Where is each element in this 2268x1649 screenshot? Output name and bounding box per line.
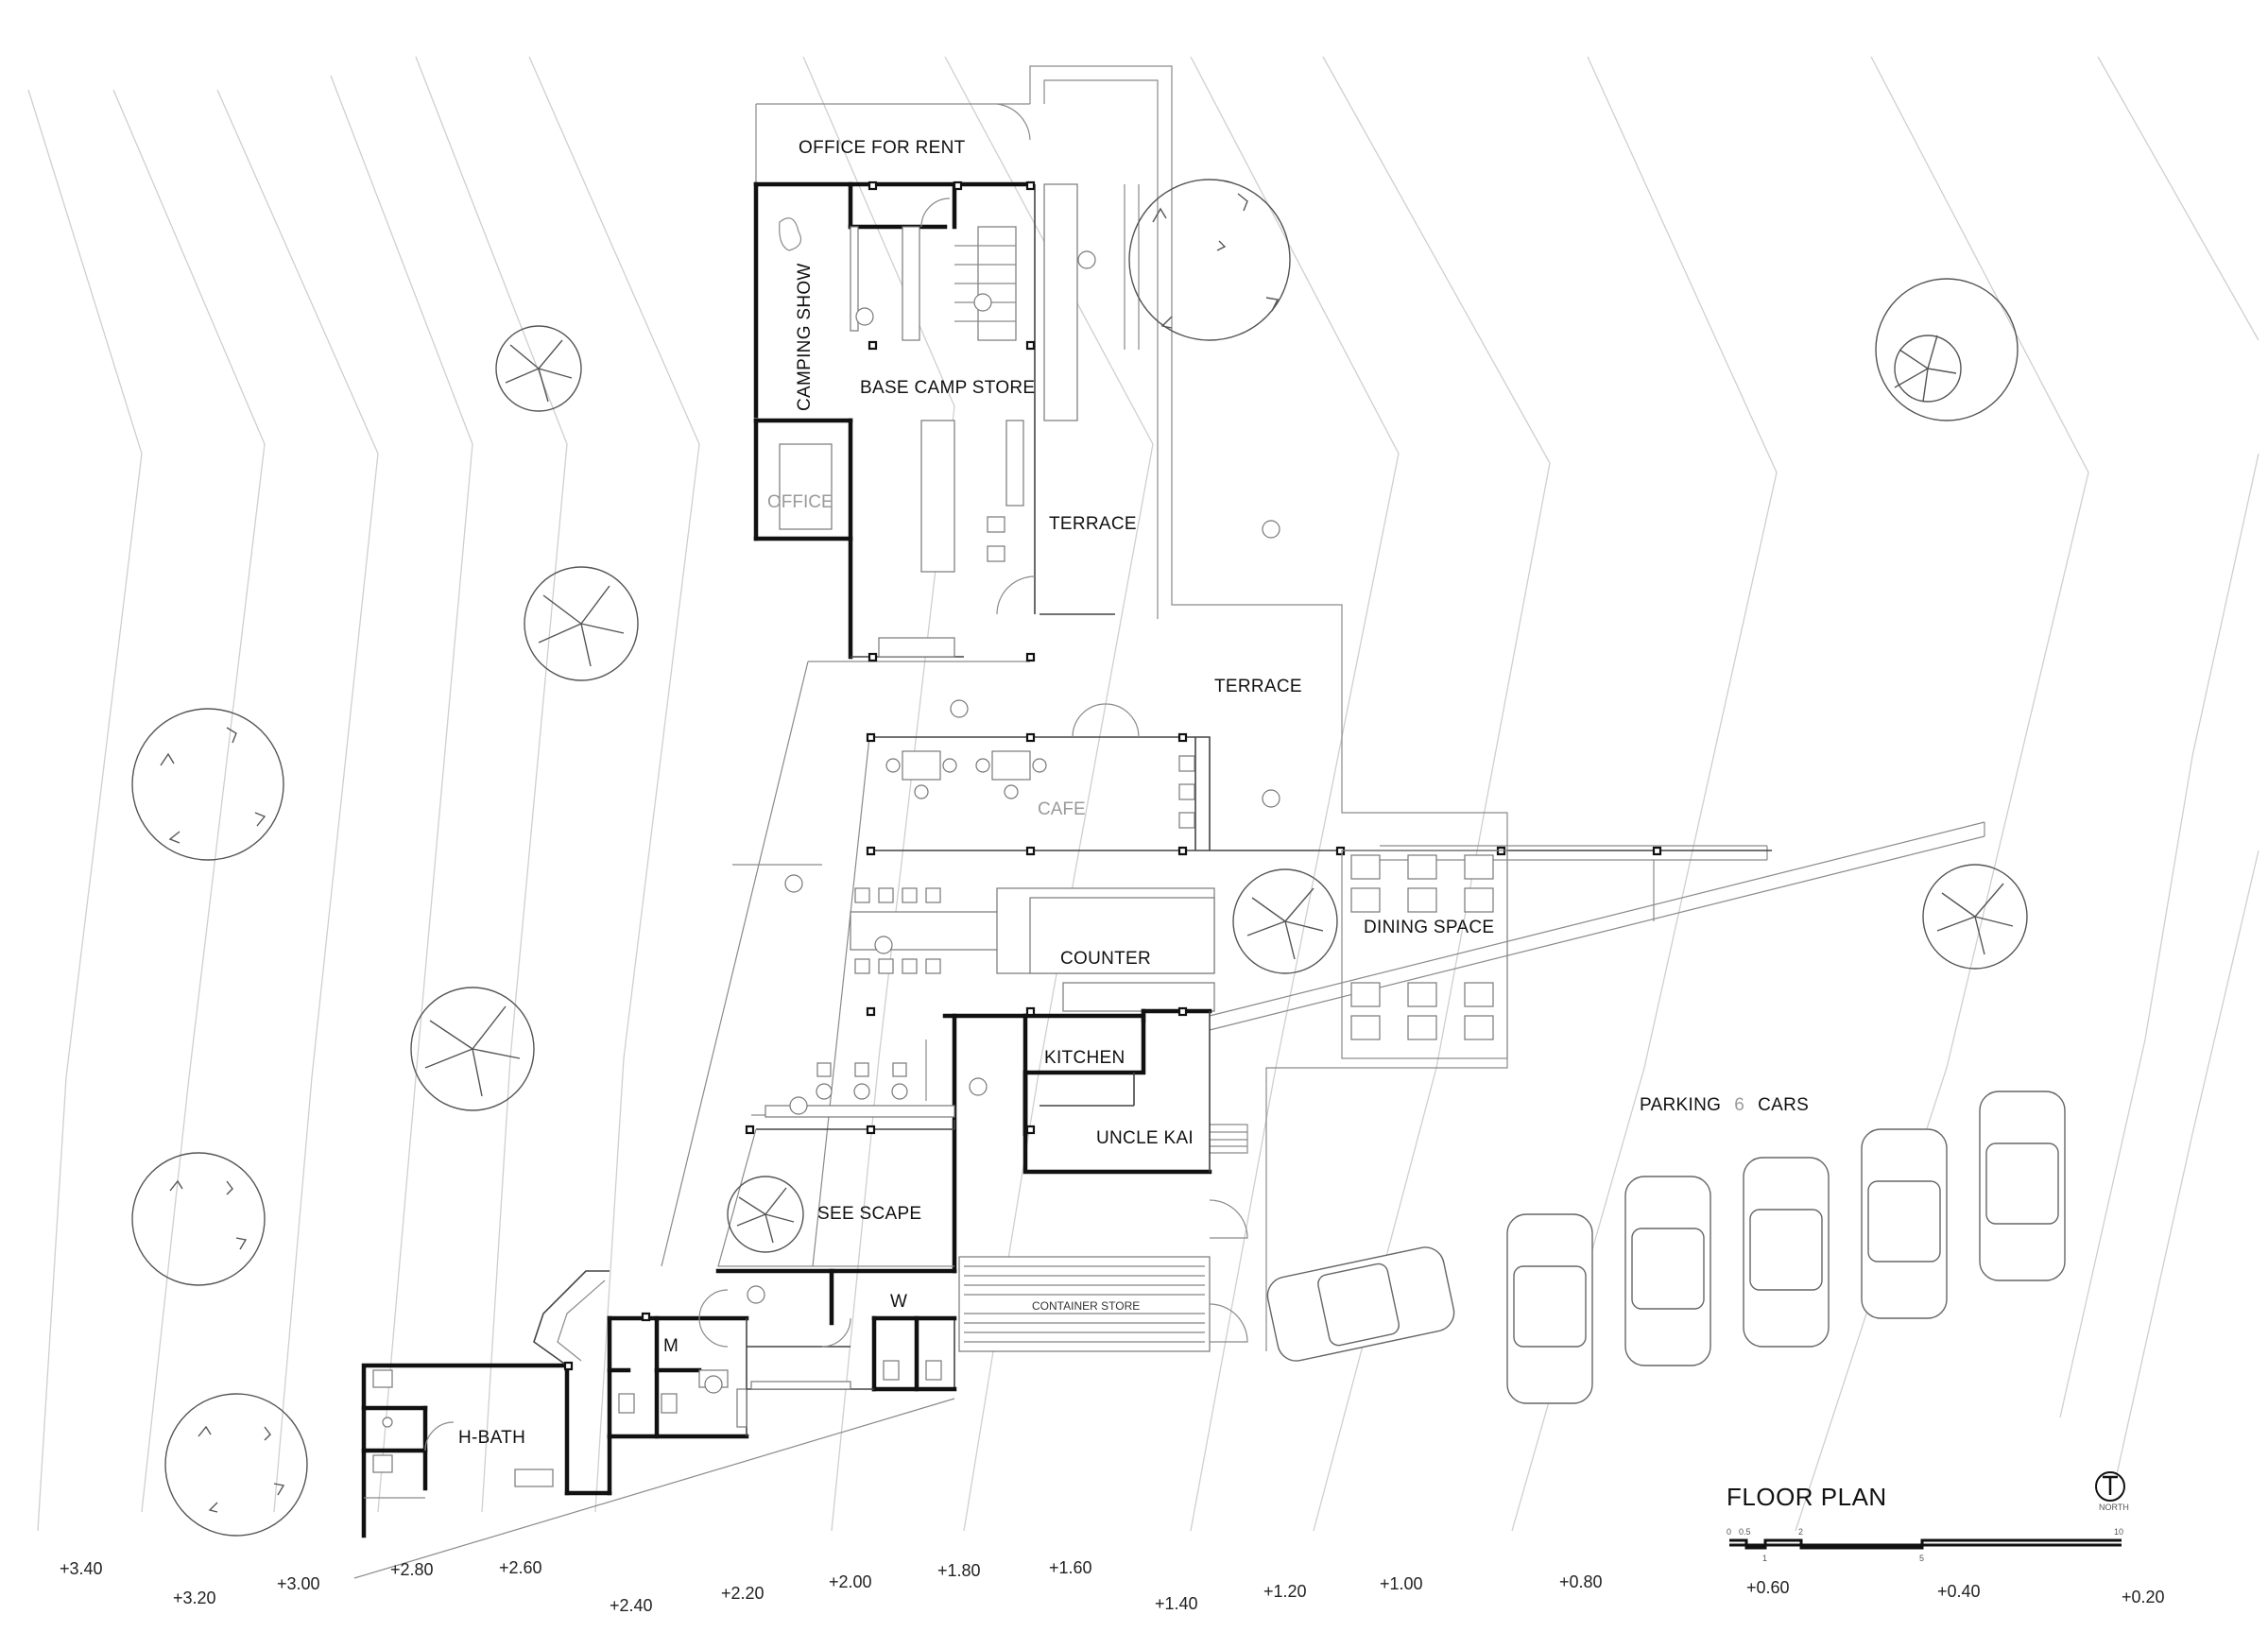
level-label: +1.40 — [1155, 1594, 1198, 1613]
level-label: +0.80 — [1559, 1572, 1603, 1591]
level-label: +2.80 — [390, 1560, 434, 1579]
level-label: +1.80 — [937, 1561, 981, 1580]
label-container-store: CONTAINER STORE — [1032, 1299, 1140, 1313]
label-m: M — [663, 1336, 679, 1356]
level-label: +2.40 — [610, 1596, 653, 1615]
cafe-building — [745, 703, 1772, 1274]
label-w: W — [890, 1292, 907, 1312]
level-label: +3.00 — [277, 1574, 320, 1593]
people-figures — [704, 250, 1280, 1394]
label-uncle-kai: UNCLE KAI — [1096, 1128, 1194, 1148]
dining-space — [1341, 850, 1508, 1059]
drawing-title: FLOOR PLAN — [1727, 1483, 1887, 1511]
north-label: NORTH — [2099, 1503, 2129, 1512]
restrooms — [607, 1289, 957, 1439]
title-block: FLOOR PLAN NORTH 0 0.5 1 2 5 10 — [1727, 1471, 2129, 1563]
level-labels: +3.40 +3.20 +3.00 +2.80 +2.60 +2.40 +2.2… — [60, 1558, 2165, 1615]
scale-tick-label: 0.5 — [1739, 1527, 1751, 1537]
scale-bar: 0 0.5 1 2 5 10 — [1727, 1527, 2123, 1563]
level-label: +2.20 — [721, 1584, 765, 1603]
base-camp-building — [753, 103, 1115, 662]
scale-tick-label: 5 — [1919, 1554, 1924, 1563]
level-label: +3.20 — [173, 1589, 216, 1607]
level-label: +1.20 — [1263, 1582, 1307, 1601]
label-camping-show: CAMPING SHOW — [795, 263, 815, 411]
label-counter: COUNTER — [1060, 949, 1151, 969]
label-terrace-mid: TERRACE — [1214, 677, 1302, 696]
scale-tick-label: 10 — [2114, 1527, 2123, 1537]
site-outline — [353, 65, 1985, 1579]
label-see-scape: SEE SCAPE — [817, 1204, 921, 1224]
level-label: +0.40 — [1937, 1582, 1981, 1601]
level-label: +0.60 — [1746, 1578, 1790, 1597]
label-cafe: CAFE — [1038, 799, 1086, 819]
label-h-bath: H-BATH — [458, 1428, 525, 1448]
label-office: OFFICE — [767, 492, 833, 512]
level-label: +0.20 — [2122, 1588, 2165, 1606]
level-label: +1.00 — [1380, 1574, 1423, 1593]
h-bath — [361, 1270, 651, 1538]
room-labels: OFFICE FOR RENT CAMPING SHOW BASE CAMP S… — [458, 138, 1809, 1448]
trees — [131, 179, 2028, 1537]
level-label: +3.40 — [60, 1559, 103, 1578]
scale-tick-label: 0 — [1727, 1527, 1731, 1537]
contour-lines — [27, 56, 2259, 1532]
level-label: +2.00 — [829, 1572, 872, 1591]
parking-cars — [1266, 1091, 2066, 1404]
label-kitchen: KITCHEN — [1044, 1048, 1125, 1068]
label-base-camp-store: BASE CAMP STORE — [860, 378, 1035, 398]
scale-tick-label: 2 — [1798, 1527, 1803, 1537]
label-terrace-upper: TERRACE — [1049, 514, 1137, 534]
see-scape-and-container — [715, 1128, 1248, 1352]
level-label: +2.60 — [499, 1558, 542, 1577]
north-arrow-icon — [2095, 1471, 2125, 1502]
scale-tick-label: 1 — [1762, 1554, 1767, 1563]
label-office-for-rent: OFFICE FOR RENT — [799, 138, 966, 158]
label-dining-space: DINING SPACE — [1364, 918, 1494, 937]
level-label: +1.60 — [1049, 1558, 1092, 1577]
